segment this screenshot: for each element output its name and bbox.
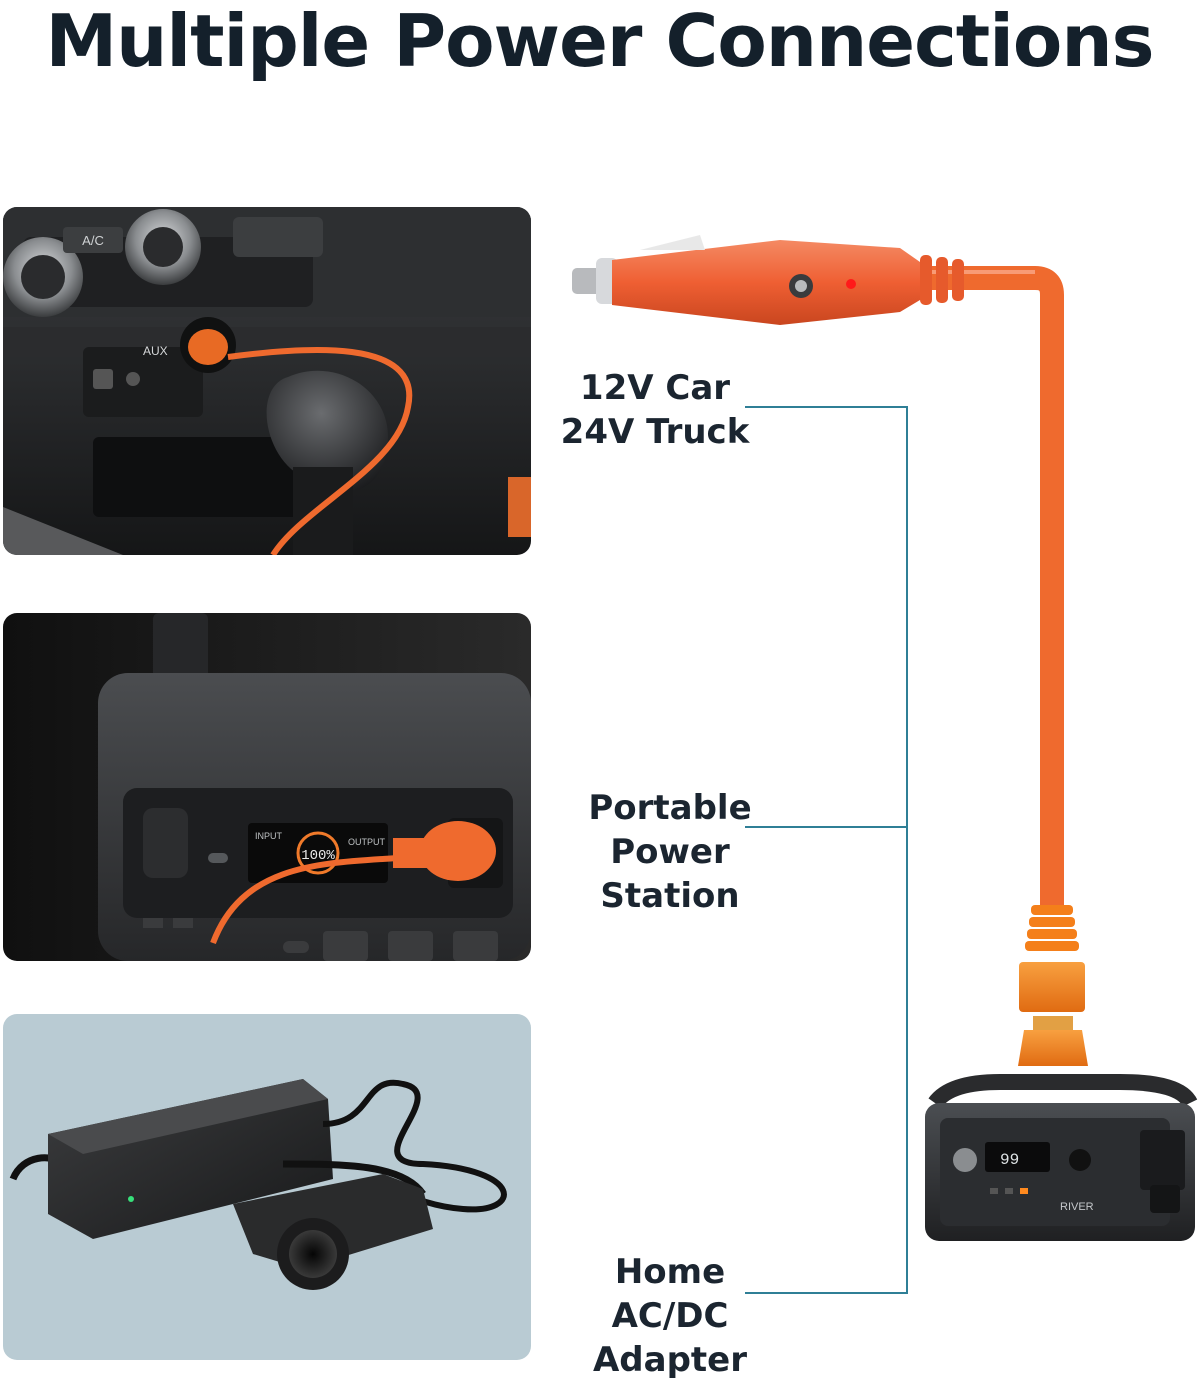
display-output-text: OUTPUT bbox=[348, 837, 386, 847]
page-title: Multiple Power Connections bbox=[45, 0, 1155, 83]
product-display-value: 99 bbox=[1000, 1151, 1019, 1169]
car-interior-photo: A/C AUX bbox=[3, 207, 531, 555]
orange-cable bbox=[900, 266, 1064, 915]
display-input-text: INPUT bbox=[255, 831, 283, 841]
label-adapter-line1: Home bbox=[614, 1252, 726, 1292]
power-station-product-icon: 99 RIVER bbox=[925, 1074, 1198, 1241]
label-car-line2: 24V Truck bbox=[560, 412, 750, 452]
product-brand-text: RIVER bbox=[1060, 1201, 1094, 1213]
leader-lines bbox=[745, 406, 908, 1294]
label-station-line1: Portable bbox=[588, 788, 752, 828]
ac-button-text: A/C bbox=[82, 233, 104, 248]
ac-dc-adapter-photo bbox=[3, 1014, 531, 1360]
label-car-truck: 12V Car 24V Truck bbox=[560, 366, 750, 454]
label-station-line2: Power Station bbox=[600, 832, 740, 916]
display-percent-text: 100% bbox=[301, 848, 335, 864]
label-power-station: Portable Power Station bbox=[540, 786, 800, 918]
label-car-line1: 12V Car bbox=[579, 368, 731, 408]
xt60-connector-icon bbox=[1018, 905, 1088, 1066]
power-station-photo: INPUT OUTPUT 100% bbox=[3, 613, 531, 961]
aux-text: AUX bbox=[143, 344, 168, 358]
cigarette-plug-icon bbox=[572, 235, 964, 325]
